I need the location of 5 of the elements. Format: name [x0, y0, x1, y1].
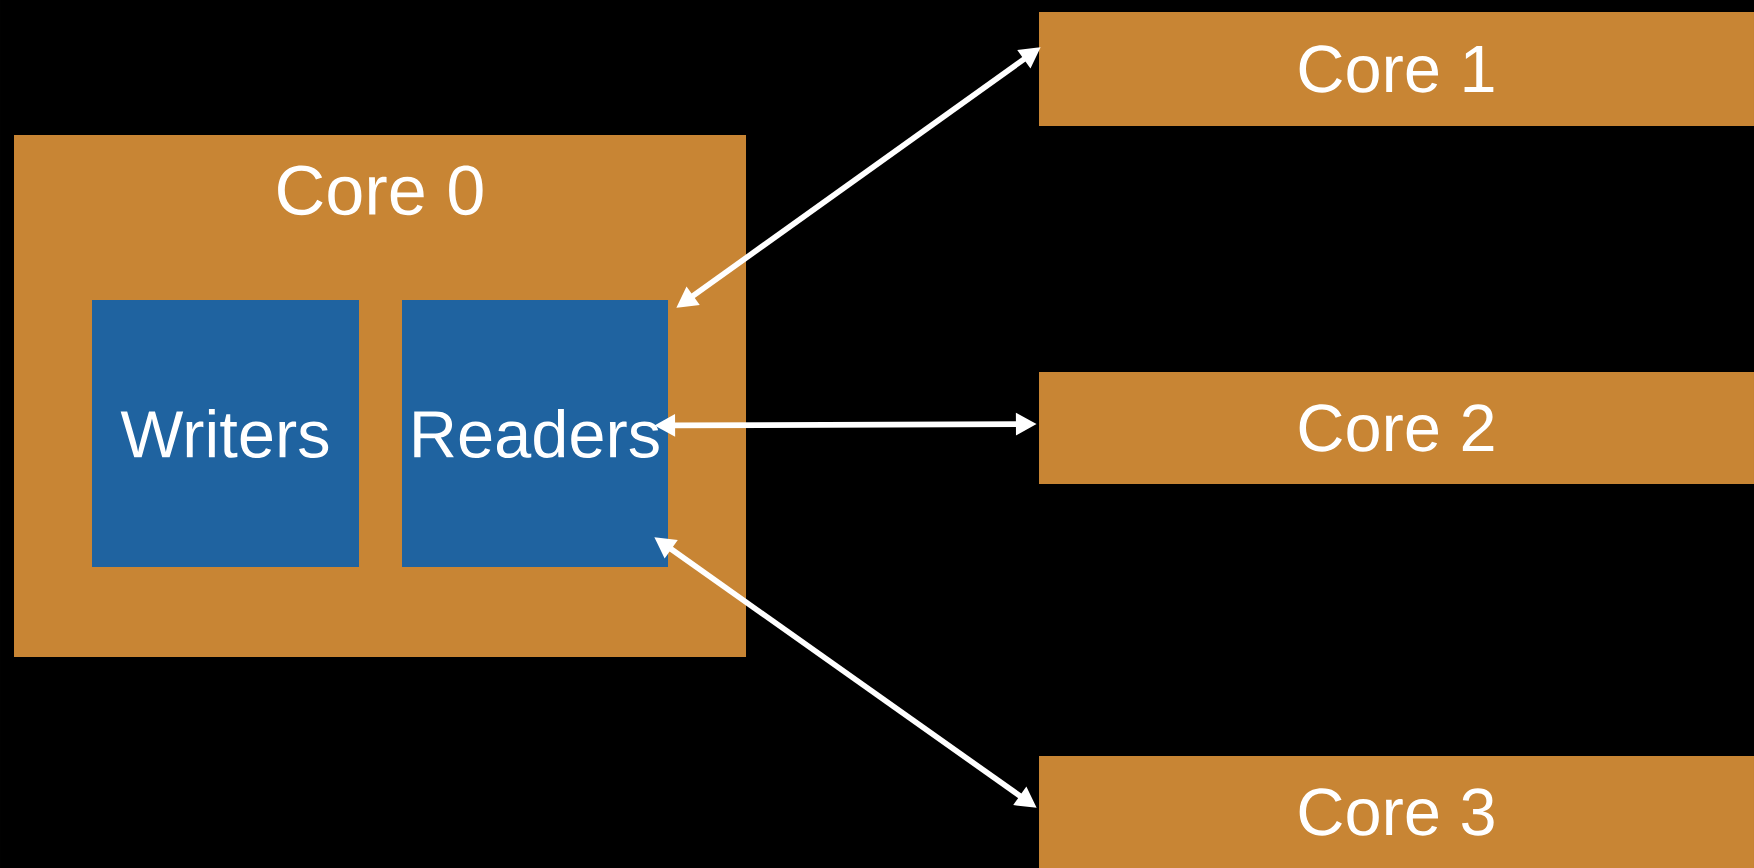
core-box: Core 2 — [1039, 372, 1754, 484]
core-box: Core 1 — [1039, 12, 1754, 126]
core-box: Core 3 — [1039, 756, 1754, 868]
writers-box: Writers — [92, 300, 359, 567]
readers-box: Readers — [402, 300, 668, 567]
